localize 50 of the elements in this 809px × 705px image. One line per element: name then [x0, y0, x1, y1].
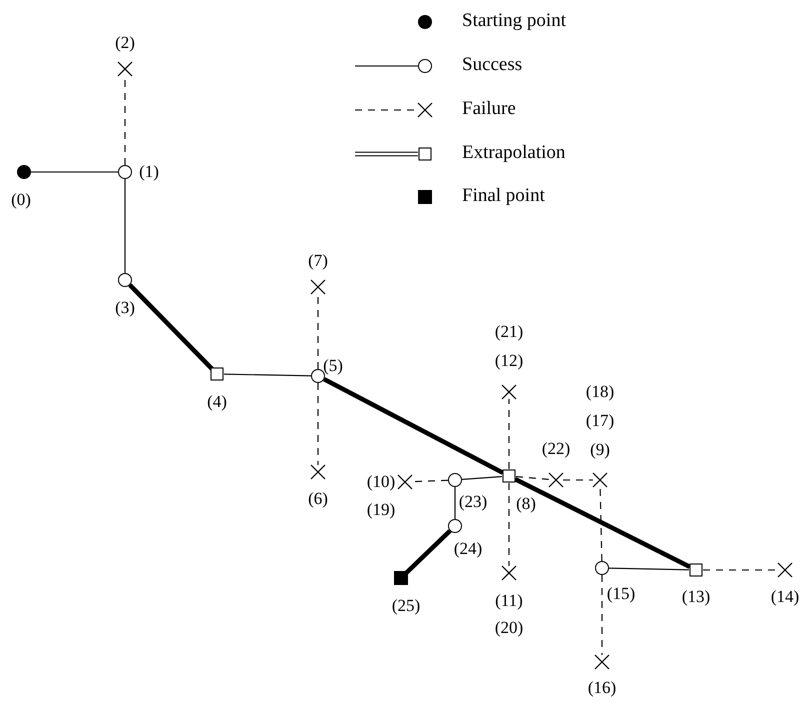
legend-text: Final point [462, 186, 545, 206]
point-label: (6) [308, 490, 328, 508]
point-label: (15) [606, 585, 636, 603]
legend-text: Success [462, 55, 522, 75]
failure-line [317, 383, 319, 465]
point-label: (11) [495, 592, 523, 610]
point-label: (0) [11, 191, 31, 209]
failure-line [317, 294, 319, 369]
point-label: (19) [366, 501, 396, 519]
success-line [608, 568, 690, 570]
legend-text: Starting point [462, 11, 566, 31]
success-line [124, 179, 126, 273]
point-label: (5) [323, 357, 343, 375]
extrapolation-line [323, 377, 504, 475]
extrapolation-line [514, 477, 691, 569]
extrapolation-line [404, 529, 452, 575]
point-label: (7) [308, 252, 328, 270]
success-line [462, 476, 502, 480]
point-label: (17) [586, 412, 614, 430]
point-label: (20) [494, 619, 524, 637]
failure-line [516, 476, 550, 480]
point-label: (18) [586, 383, 614, 401]
failure-line [703, 569, 778, 571]
point-label: (3) [115, 299, 135, 317]
extrapolation-line [128, 283, 214, 371]
point-label: (25) [392, 597, 420, 615]
failure-line [600, 486, 602, 562]
failure-line [508, 483, 510, 566]
success-line [31, 171, 118, 173]
point-label: (23) [458, 493, 488, 511]
point-label: (22) [542, 440, 570, 458]
point-label: (16) [588, 679, 616, 697]
point-label: (12) [494, 352, 524, 370]
point-label: (21) [494, 323, 524, 341]
point-label: (10) [366, 473, 396, 491]
success-line [224, 374, 312, 376]
point-label: (14) [770, 588, 800, 606]
point-label: (13) [682, 588, 710, 606]
point-label: (2) [115, 34, 135, 52]
failure-line [601, 575, 603, 655]
point-label: (24) [454, 540, 482, 558]
failure-line [563, 479, 593, 481]
legend-text: Failure [462, 99, 516, 119]
point-label: (8) [516, 495, 536, 513]
legend-text: Extrapolation [462, 143, 566, 163]
point-label: (4) [207, 393, 227, 411]
point-label: (9) [590, 441, 610, 459]
failure-line [508, 399, 510, 469]
success-line [454, 487, 456, 519]
point-label: (1) [139, 163, 159, 181]
